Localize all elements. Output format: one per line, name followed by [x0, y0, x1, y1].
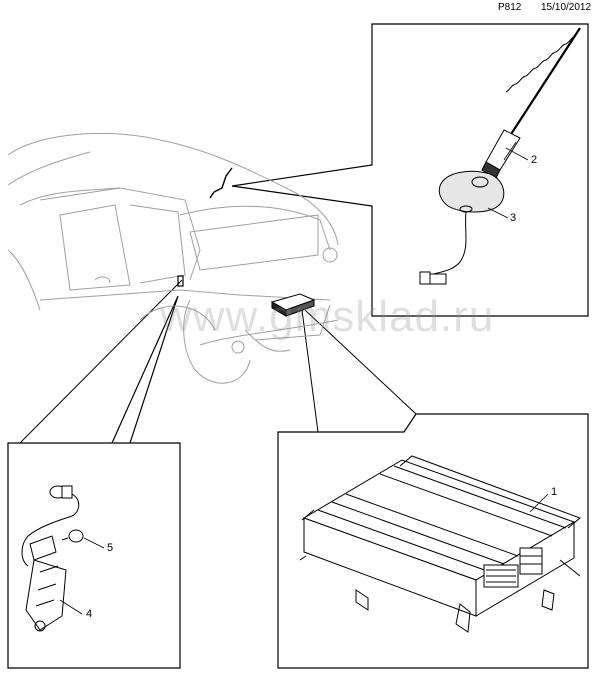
callout-leader-1 — [529, 493, 549, 513]
module-leader-line — [301, 309, 319, 433]
connector-detail-frame — [7, 295, 181, 669]
callout-5: 5 — [107, 542, 114, 554]
antenna-mast — [481, 27, 581, 179]
connector-leader-line — [19, 279, 183, 444]
radio-module — [299, 455, 581, 633]
callout-1: 1 — [551, 486, 558, 498]
module-leader-line — [304, 309, 417, 415]
diagram-code: P812 — [498, 2, 522, 13]
car-illustration — [7, 132, 339, 384]
callout-3: 3 — [510, 212, 517, 224]
callout-leader-5 — [83, 537, 105, 549]
module-mini — [270, 293, 316, 317]
cable-connector — [21, 485, 84, 632]
module-detail-frame — [277, 413, 589, 669]
watermark: www.gmsklad.ru — [160, 292, 495, 341]
callout-leader-4 — [59, 599, 83, 615]
callout-leader-3 — [487, 207, 509, 219]
roof-antenna-mini — [209, 167, 233, 199]
antenna-base — [419, 170, 505, 285]
callout-leader-2 — [505, 147, 529, 161]
diagram-date: 15/10/2012 — [541, 2, 592, 13]
callout-4: 4 — [86, 608, 93, 620]
antenna-detail-frame — [231, 23, 589, 317]
callout-2: 2 — [531, 154, 538, 166]
connector-mini — [177, 275, 184, 287]
